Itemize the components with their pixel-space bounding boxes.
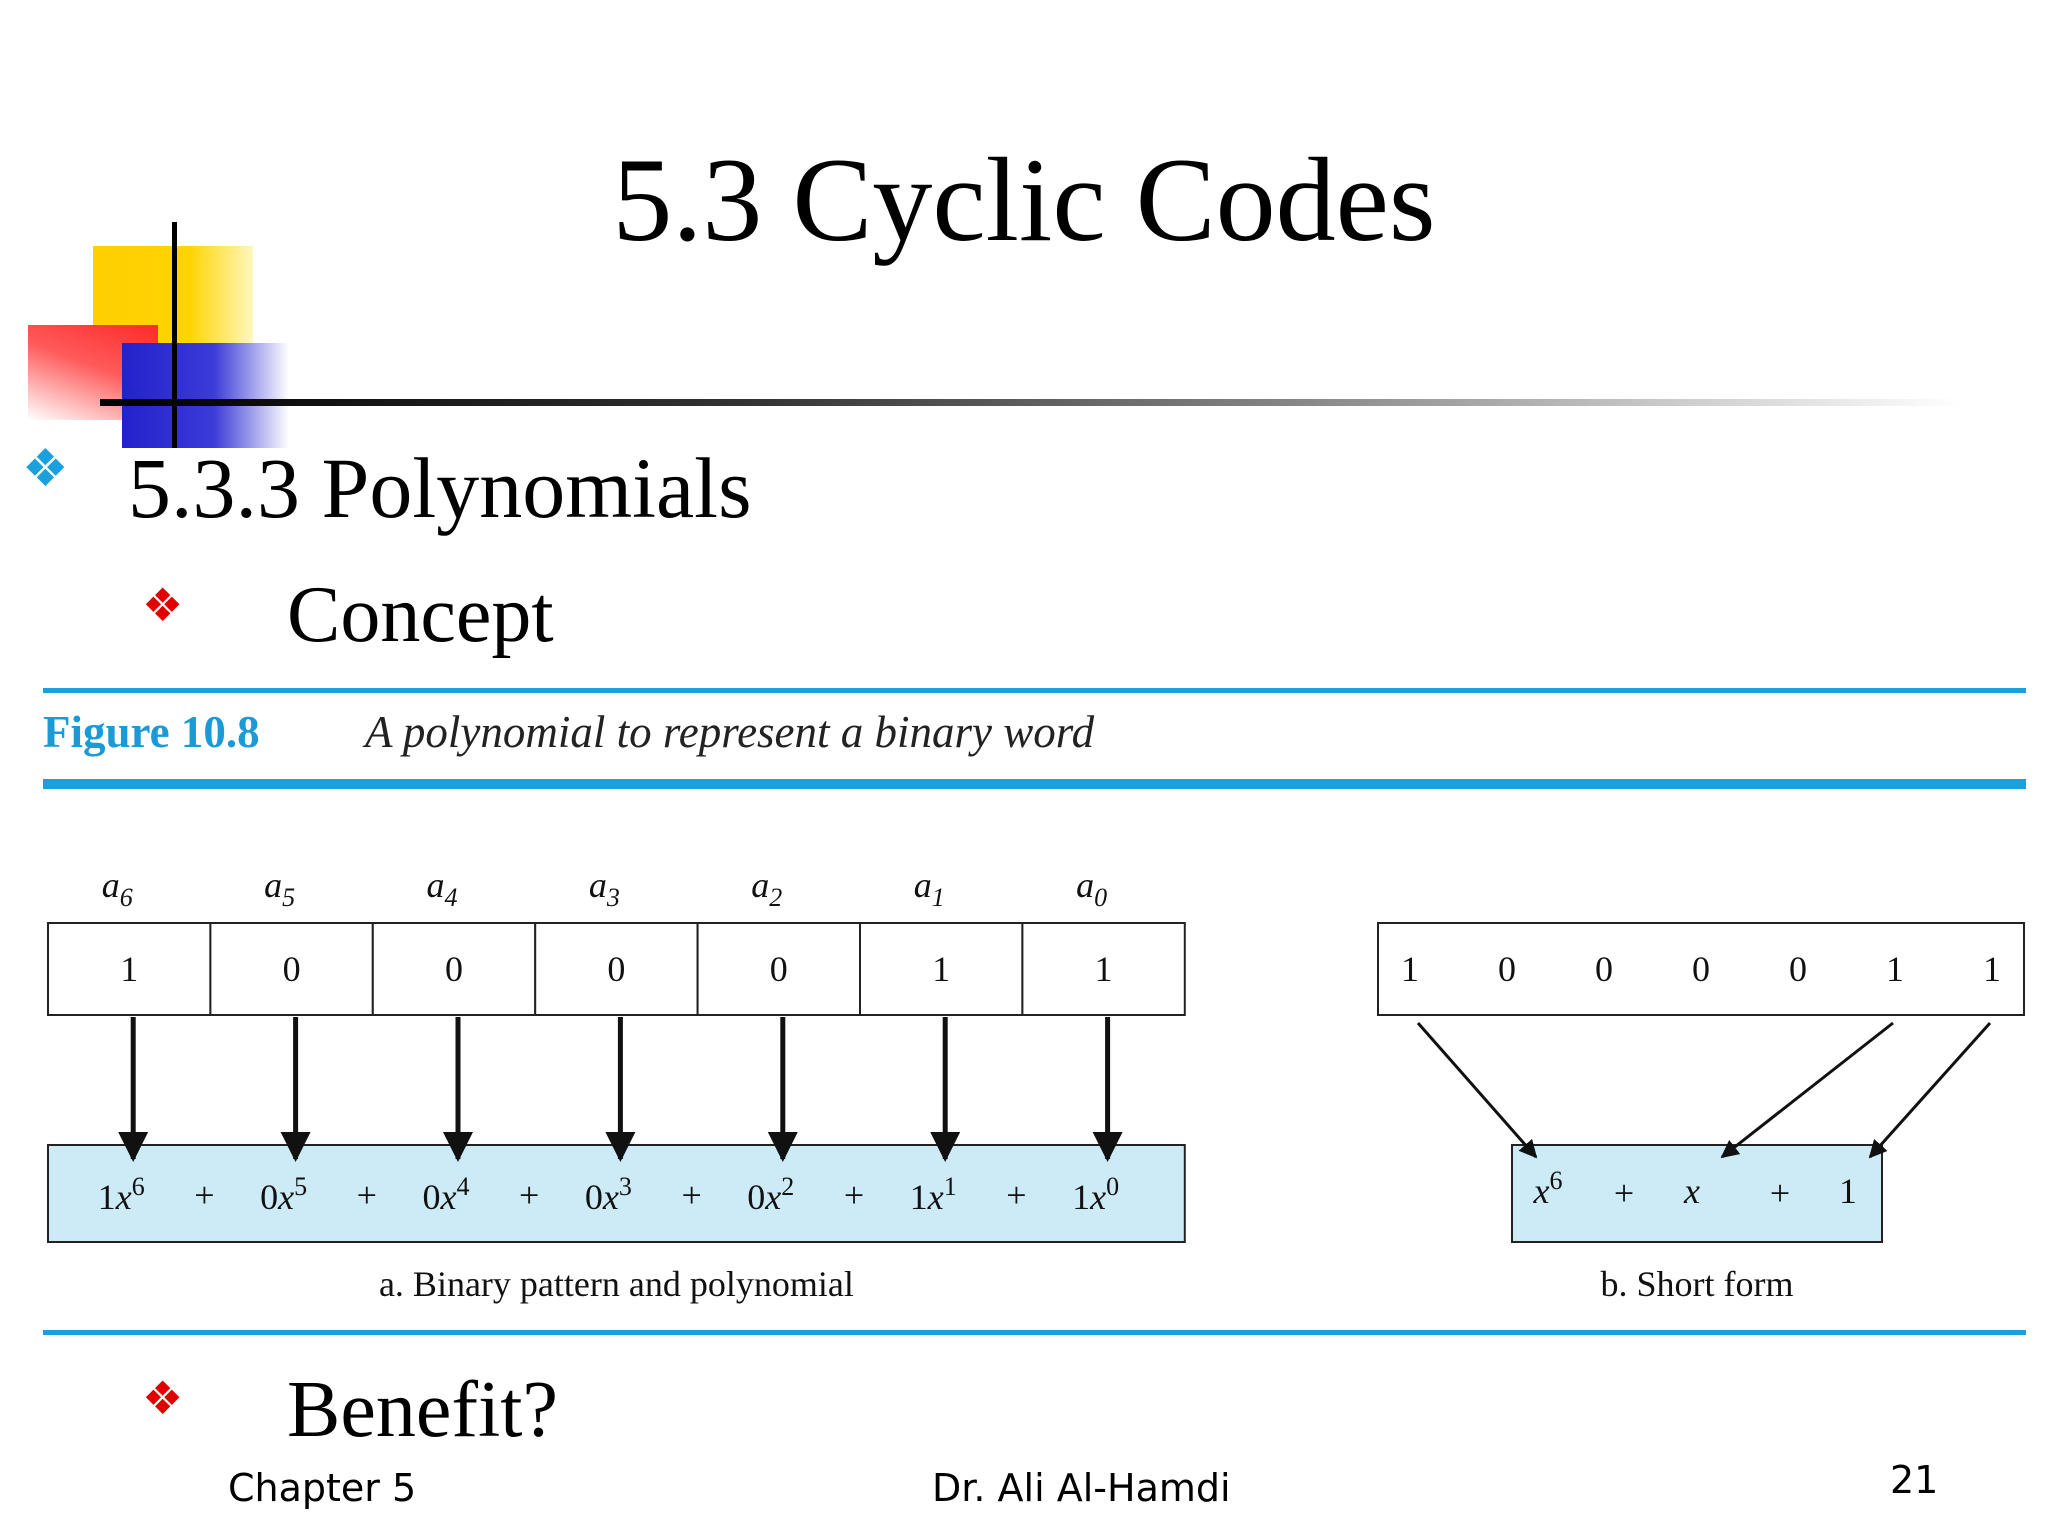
bit-value: 0 [770, 949, 788, 989]
figure-bottom-rule [43, 1330, 2026, 1335]
diamond-bullet-icon: ❖ [142, 1373, 184, 1424]
short-bit-value: 0 [1595, 949, 1613, 989]
section-heading: 5.3.3 Polynomials [128, 440, 752, 536]
caption-part-b: b. Short form [1601, 1264, 1794, 1304]
bit-value: 0 [283, 949, 301, 989]
short-form-arrow [1720, 1021, 1894, 1159]
plus-sign: + [1770, 1173, 1790, 1213]
bit-cell [859, 922, 1024, 1016]
polynomial-term: 1x0 [1072, 1172, 1119, 1217]
figure-caption: A polynomial to represent a binary word [365, 707, 1095, 757]
coefficient-label: a0 [1076, 865, 1107, 912]
plus-sign: + [844, 1175, 864, 1215]
polynomial-term: 1x6 [98, 1172, 145, 1217]
bit-cell [209, 922, 374, 1016]
short-bit-value: 1 [1886, 949, 1904, 989]
plus-sign: + [681, 1175, 701, 1215]
bit-cell [371, 922, 537, 1016]
coefficient-label: a6 [102, 865, 133, 912]
polynomial-term: 1x1 [910, 1172, 957, 1217]
figure-number: Figure 10.8 [43, 707, 260, 757]
figure-caption-rule [43, 779, 2026, 789]
short-form-box [1511, 1144, 1883, 1243]
short-term-one: 1 [1839, 1171, 1857, 1211]
footer-chapter: Chapter 5 [228, 1466, 417, 1510]
bit-cell [47, 922, 212, 1016]
decor-blue-square [122, 343, 289, 448]
coefficient-label: a4 [427, 865, 458, 912]
bit-cell [1021, 922, 1186, 1016]
bit-value: 0 [607, 949, 625, 989]
bullet-benefit: Benefit? [287, 1366, 558, 1454]
decor-vertical-line [172, 222, 177, 448]
figure-top-rule [43, 688, 2026, 693]
bit-value: 0 [445, 949, 463, 989]
footer-author: Dr. Ali Al-Hamdi [932, 1466, 1231, 1510]
bit-value: 1 [932, 949, 950, 989]
caption-part-a: a. Binary pattern and polynomial [379, 1264, 854, 1304]
plus-sign: + [1006, 1175, 1026, 1215]
slide-title: 5.3 Cyclic Codes [612, 133, 1436, 266]
diamond-bullet-icon: ❖ [22, 441, 69, 498]
bullet-concept: Concept [287, 571, 554, 659]
footer-page-number: 21 [1890, 1458, 1939, 1502]
bit-cell [534, 922, 699, 1016]
title-underline [100, 399, 1960, 406]
short-bit-value: 1 [1983, 949, 2001, 989]
plus-sign: + [519, 1175, 539, 1215]
polynomial-term: 0x2 [747, 1172, 794, 1217]
bit-value: 1 [1095, 949, 1113, 989]
short-bits-box [1377, 922, 2025, 1016]
short-form-arrow [1868, 1021, 1992, 1159]
coefficient-label: a2 [751, 865, 782, 912]
short-bit-value: 0 [1498, 949, 1516, 989]
polynomial-term: 0x4 [423, 1172, 470, 1217]
plus-sign: + [194, 1175, 214, 1215]
polynomial-term: 0x5 [260, 1172, 307, 1217]
short-form-arrow [1416, 1022, 1538, 1159]
short-bit-value: 0 [1692, 949, 1710, 989]
short-term-x6: x6 [1533, 1166, 1563, 1211]
bit-cell [696, 922, 861, 1016]
short-term-x: x [1683, 1171, 1700, 1211]
plus-sign: + [357, 1175, 377, 1215]
plus-sign: + [1614, 1173, 1634, 1213]
coefficient-label: a5 [264, 865, 295, 912]
coefficient-label: a3 [589, 865, 620, 912]
coefficient-label: a1 [914, 865, 945, 912]
short-bit-value: 0 [1789, 949, 1807, 989]
bit-value: 1 [120, 949, 138, 989]
short-bit-value: 1 [1401, 949, 1419, 989]
polynomial-term: 0x3 [585, 1172, 632, 1217]
diamond-bullet-icon: ❖ [142, 580, 184, 631]
